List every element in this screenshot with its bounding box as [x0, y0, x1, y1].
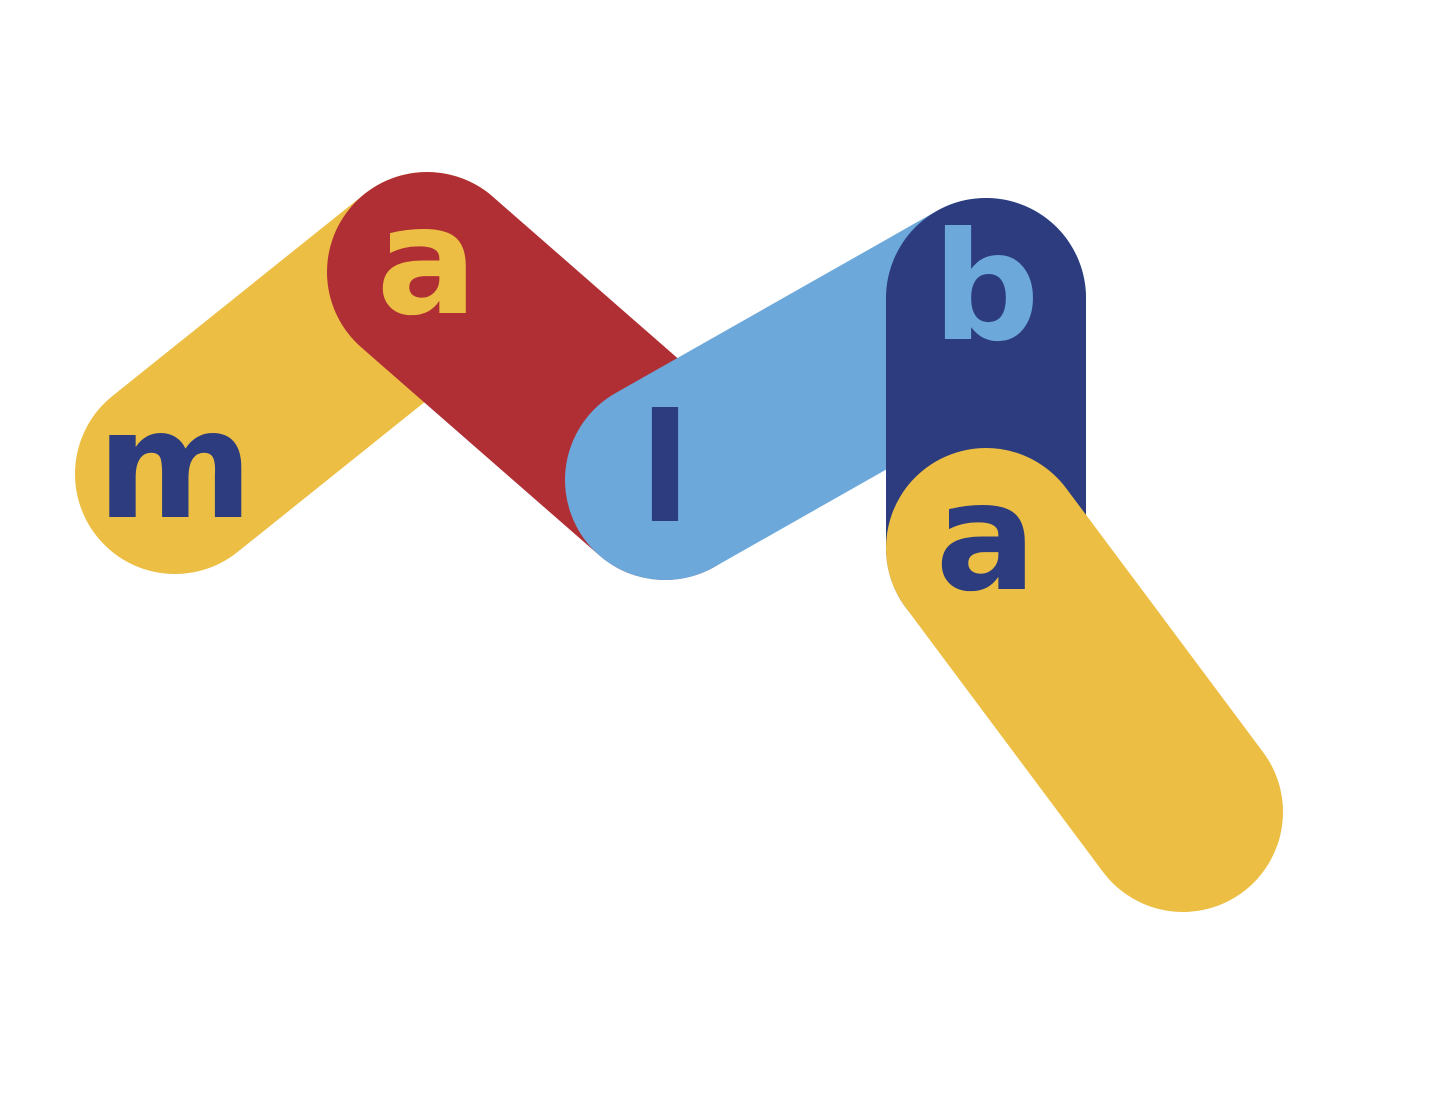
pill-a-second [886, 448, 1283, 912]
letter-l: l [639, 383, 690, 557]
letter-m: m [97, 379, 253, 553]
letter-a-second: a [935, 451, 1036, 625]
letter-b: b [932, 201, 1039, 375]
letter-a-first: a [376, 175, 477, 349]
